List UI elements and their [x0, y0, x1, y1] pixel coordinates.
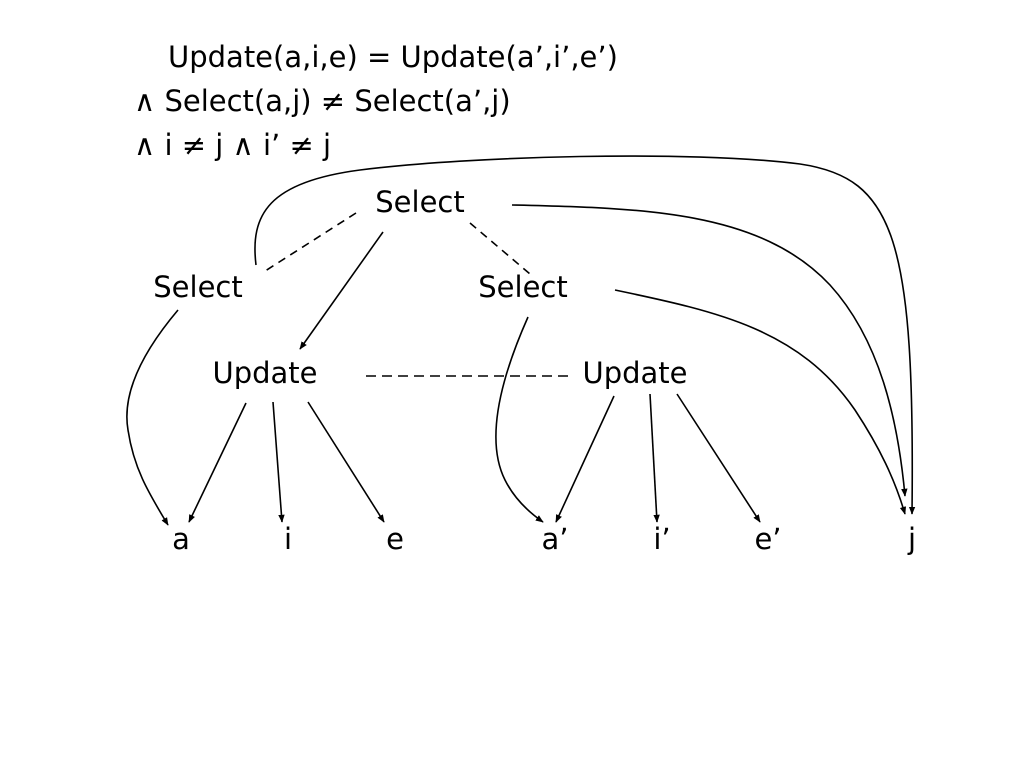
formula-line-3: ∧ i ≠ j ∧ i’ ≠ j [134, 128, 332, 162]
leaf-a: a [172, 522, 190, 556]
edge-update-right-to-e-prime [676, 393, 761, 523]
edge-update-left-to-i [272, 401, 285, 523]
leaf-e: e [386, 522, 404, 556]
edge-select-left-to-j [254, 155, 916, 515]
leaf-i: i [283, 522, 293, 556]
node-select-left: Select [153, 270, 243, 304]
dashed-link-top-right [469, 222, 531, 275]
edge-update-right-to-i-prime [649, 393, 660, 523]
edge-select-top-to-update-left [299, 231, 384, 350]
formula-line-1: Update(a,i,e) = Update(a’,i’,e’) [168, 40, 618, 74]
leaf-i-prime: i’ [653, 522, 671, 556]
edge-select-right-to-j [614, 289, 907, 515]
dashed-link-top-left [261, 212, 357, 274]
edge-update-right-to-a-prime [555, 395, 615, 523]
node-select-top: Select [375, 185, 465, 219]
node-update-right: Update [582, 356, 688, 390]
edge-update-left-to-a [188, 402, 247, 523]
node-select-right: Select [478, 270, 568, 304]
leaf-a-prime: a’ [541, 522, 569, 556]
formula-line-2: ∧ Select(a,j) ≠ Select(a’,j) [134, 84, 511, 118]
edge-select-top-to-j [511, 204, 908, 497]
edge-select-left-to-a [126, 309, 179, 526]
leaf-j: j [907, 522, 917, 556]
node-update-left: Update [212, 356, 318, 390]
leaf-e-prime: e’ [754, 522, 782, 556]
edge-select-right-to-a-prime [495, 316, 544, 523]
edge-update-left-to-e [307, 401, 385, 523]
